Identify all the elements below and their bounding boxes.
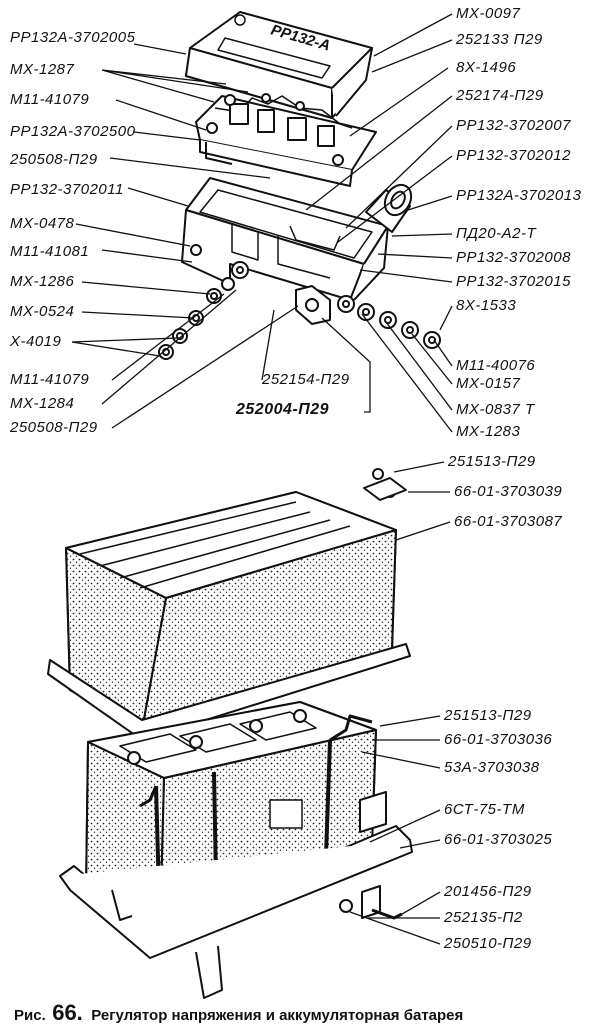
part-label: 250510-П29 — [444, 935, 532, 952]
part-label: РР132А-3702005 — [10, 29, 136, 46]
part-label: 252135-П2 — [444, 909, 523, 926]
part-label: 66-01-3703039 — [454, 483, 563, 500]
hardware-right — [337, 295, 441, 349]
part-label: 66-01-3703087 — [454, 513, 563, 530]
part-label: МХ-0157 — [456, 375, 521, 392]
part-label: РР132-3702008 — [456, 249, 571, 266]
part-label: МХ-1286 — [10, 273, 75, 290]
part-label: М11-41079 — [10, 371, 90, 388]
part-label: РР132-3702012 — [456, 147, 571, 164]
part-label: МХ-0097 — [456, 5, 521, 22]
leader-lines — [71, 13, 453, 945]
battery-tray — [59, 791, 413, 999]
part-label: Х-4019 — [10, 333, 62, 350]
part-label: М11-41081 — [10, 243, 90, 260]
part-label: 251513-П29 — [448, 453, 536, 470]
caption-prefix: Рис. — [14, 1007, 46, 1024]
part-label: РР132А-3702013 — [456, 187, 582, 204]
part-label: 252154-П29 — [262, 371, 350, 388]
regulator-internals — [195, 93, 377, 187]
part-label: 8Х-1496 — [456, 59, 517, 76]
figure-caption: Рис. 66. Регулятор напряжения и аккумуля… — [14, 1000, 463, 1030]
part-label: МХ-0837 Т — [456, 401, 535, 418]
caption-title: Регулятор напряжения и аккумуляторная ба… — [91, 1007, 464, 1024]
part-label: РР132-3702011 — [10, 181, 124, 198]
part-label: МХ-0524 — [10, 303, 75, 320]
part-label: М11-41079 — [10, 91, 90, 108]
part-label: 252004-П29 — [236, 401, 330, 418]
exploded-diagram: РР132-А — [47, 11, 453, 999]
part-label: РР132-3702007 — [456, 117, 571, 134]
part-label: 201456-П29 — [444, 883, 532, 900]
caption-number: 66. — [52, 1000, 83, 1025]
part-label: 66-01-3703036 — [444, 731, 553, 748]
part-label: РР132-3702015 — [456, 273, 571, 290]
part-label: 250508-П29 — [10, 419, 98, 436]
part-label: ПД20-А2-Т — [456, 225, 537, 242]
part-label: МХ-1287 — [10, 61, 75, 78]
part-label: МХ-0478 — [10, 215, 75, 232]
part-label: 250508-П29 — [10, 151, 98, 168]
part-label: 8Х-1533 — [456, 297, 517, 314]
part-label: МХ-1283 — [456, 423, 521, 440]
part-label: 6СТ-75-ТМ — [444, 801, 525, 818]
part-label: 66-01-3703025 — [444, 831, 553, 848]
part-label: 252133 П29 — [456, 31, 543, 48]
regulator-base — [181, 177, 389, 325]
part-label: М11-40076 — [456, 357, 536, 374]
battery-cover — [47, 468, 411, 741]
part-label: МХ-1284 — [10, 395, 75, 412]
part-label: 252174-П29 — [456, 87, 544, 104]
part-label: 53А-3703038 — [444, 759, 540, 776]
part-label: 251513-П29 — [444, 707, 532, 724]
part-label: РР132А-3702500 — [10, 123, 136, 140]
